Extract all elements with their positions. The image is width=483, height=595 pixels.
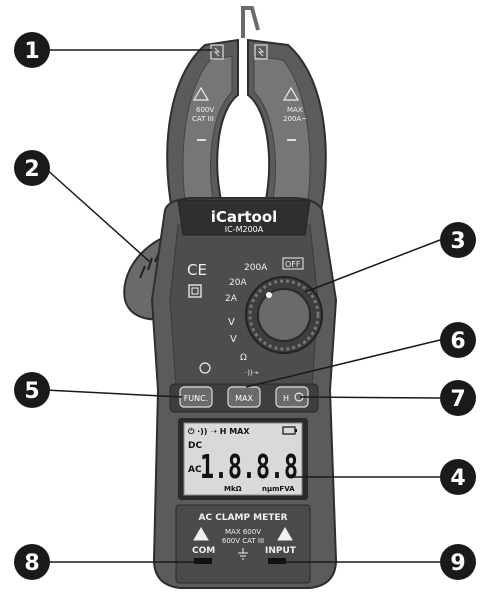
dial-position-200a: 200A — [244, 263, 268, 273]
dial-position-2a: 2A — [225, 294, 238, 304]
callout-badges: 1 2 3 4 5 6 7 8 9 — [14, 32, 476, 580]
bottom-panel: AC CLAMP METER MAX 600V 600V CAT III COM… — [175, 504, 311, 584]
warning-icon — [192, 86, 210, 101]
lcd-top-icons: ⏻ ·)) ➝ H MAX — [188, 427, 250, 436]
svg-text:6: 6 — [450, 329, 465, 354]
warning-icon — [282, 86, 300, 101]
callout-6: 6 — [440, 322, 476, 358]
jaw-rating-right-line1: MAX — [287, 106, 303, 114]
input-label: INPUT — [265, 546, 297, 556]
input-jack[interactable] — [268, 558, 286, 564]
clamp-jaws: 600V CAT III MAX 200A~ — [166, 6, 327, 227]
lcd-unit-left: MkΩ — [224, 485, 242, 493]
ce-mark: CE — [187, 261, 207, 279]
lcd-digits: 1.8.8.8 — [200, 447, 298, 486]
dial-position-dc-v: V — [230, 334, 237, 345]
lcd-display: ⏻ ·)) ➝ H MAX DC AC 1.8.8.8 MkΩ nμmFVA — [178, 418, 308, 500]
callout-9: 9 — [440, 544, 476, 580]
model-label: IC-M200A — [225, 225, 264, 234]
callout-3: 3 — [440, 222, 476, 258]
func-button-label: FUNC. — [184, 394, 209, 403]
func-button[interactable]: FUNC. — [179, 386, 213, 408]
brand-logo: iCartool — [211, 208, 278, 226]
indicator-light — [199, 362, 211, 374]
svg-text:5: 5 — [24, 379, 39, 404]
ground-icon — [238, 548, 248, 560]
svg-text:2: 2 — [24, 157, 39, 182]
callout-8: 8 — [14, 544, 50, 580]
callout-5: 5 — [14, 372, 50, 408]
com-label: COM — [192, 546, 215, 556]
dial-position-continuity: ·))➝ — [245, 369, 259, 377]
lcd-ac-label: AC — [188, 465, 202, 475]
svg-text:3: 3 — [450, 229, 465, 254]
callout-7: 7 — [440, 380, 476, 416]
jaw-rating-left-line2: CAT III — [192, 115, 214, 123]
callout-4: 4 — [440, 459, 476, 495]
callout-1: 1 — [14, 32, 50, 68]
lcd-unit-right: nμmFVA — [262, 485, 295, 493]
max-button-label: MAX — [235, 394, 253, 403]
jaw-rating-right-line2: 200A~ — [283, 115, 307, 123]
bottom-rating-line1: MAX 600V — [225, 528, 261, 536]
jaw-rating-left-line1: 600V — [196, 106, 214, 114]
bottom-panel-title: AC CLAMP METER — [198, 513, 287, 523]
hold-backlight-button[interactable]: H — [275, 386, 309, 408]
dial-off-box — [282, 257, 304, 270]
hold-button-label: H — [283, 394, 289, 403]
svg-text:8: 8 — [24, 551, 39, 576]
dial-position-ohm: Ω — [240, 353, 247, 363]
svg-text:9: 9 — [450, 551, 465, 576]
warning-icon — [193, 527, 209, 541]
svg-text:7: 7 — [450, 387, 465, 412]
leader-lines — [44, 49, 441, 563]
button-row: FUNC. MAX H — [169, 383, 319, 413]
callout-2: 2 — [14, 150, 50, 186]
rotary-dial[interactable]: OFF 200A 20A 2A V V Ω ·))➝ — [225, 257, 323, 377]
com-jack[interactable] — [194, 558, 212, 564]
warning-icon — [277, 527, 293, 541]
max-button[interactable]: MAX — [227, 386, 261, 408]
dial-position-ac-v: V — [228, 317, 235, 328]
double-insulation-icon — [188, 284, 202, 298]
dial-position-20a: 20A — [229, 278, 247, 288]
lcd-dc-label: DC — [188, 441, 202, 451]
bottom-rating-line2: 600V CAT III — [222, 537, 264, 545]
svg-text:1: 1 — [24, 39, 39, 64]
svg-text:4: 4 — [450, 466, 465, 491]
dial-off-label: OFF — [285, 260, 301, 269]
